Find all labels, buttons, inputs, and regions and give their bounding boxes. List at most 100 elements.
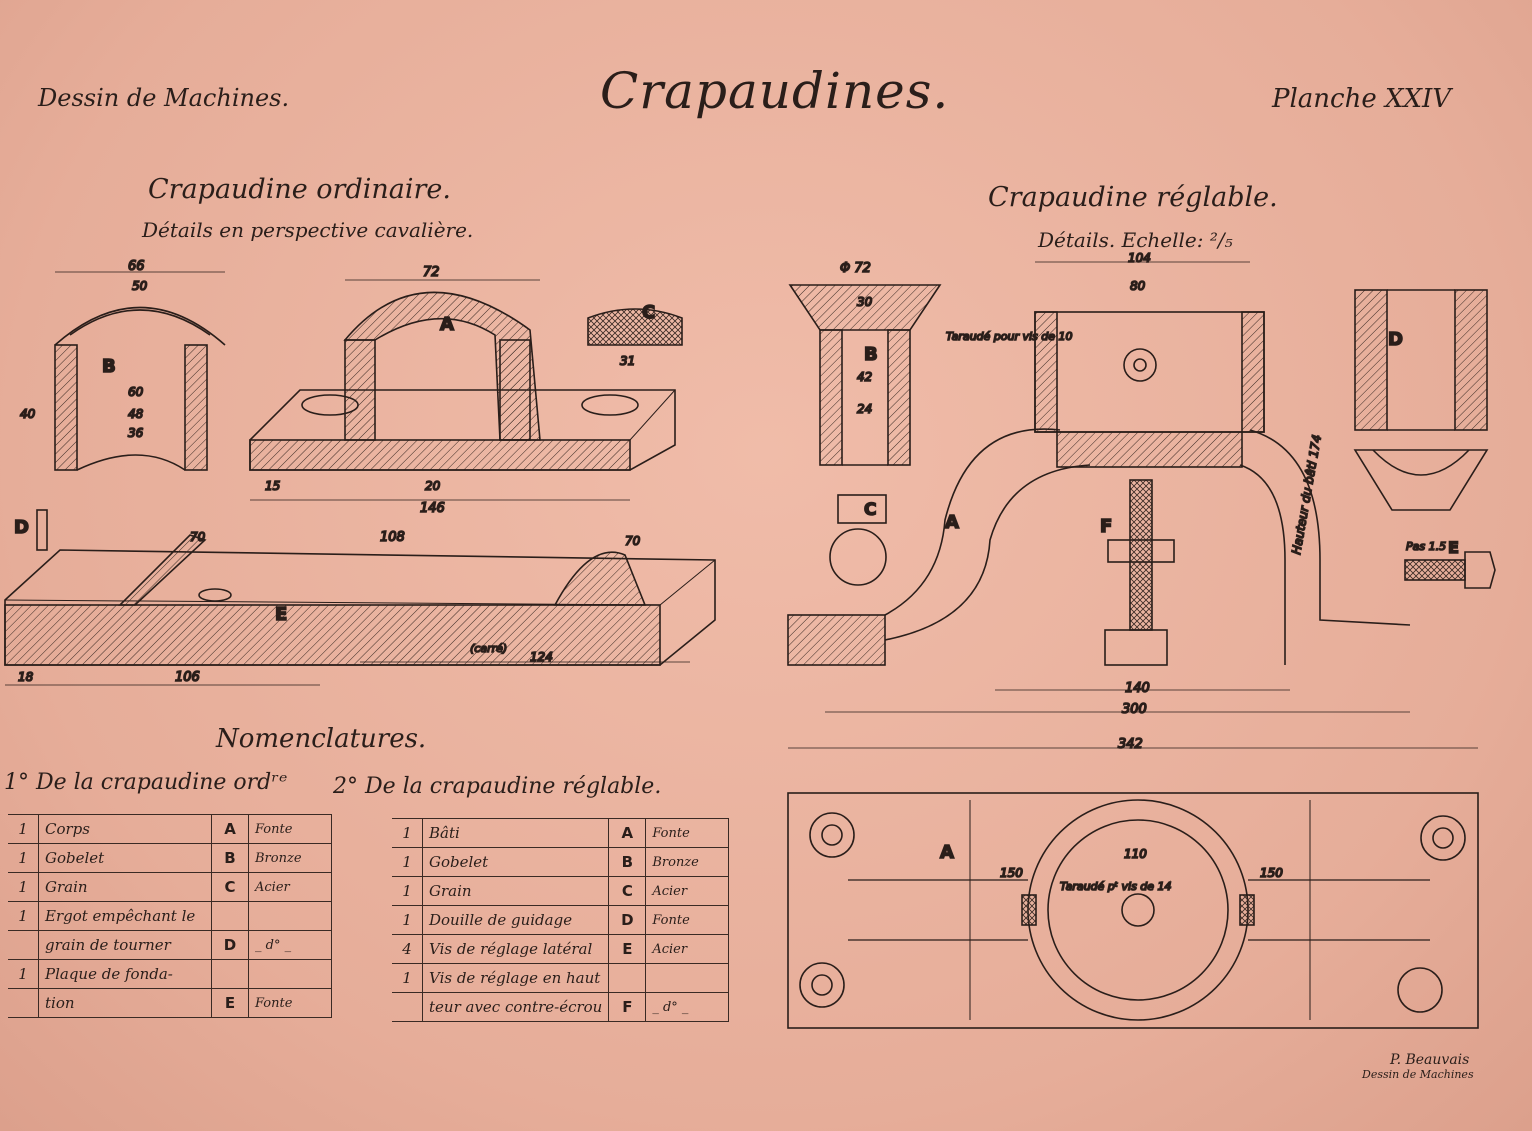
nomenclature-cell-mat: Acier	[645, 934, 730, 964]
nomenclature-cell-qty: 1	[8, 901, 39, 931]
dim-42: 42	[857, 370, 872, 384]
label-d-reglable: D	[1388, 329, 1403, 350]
dim-20: 20	[425, 479, 441, 493]
nomenclature-col1-title: 1° De la crapaudine ordʳᵉ	[4, 770, 288, 795]
nomenclature-cell-mat: Acier	[645, 876, 730, 906]
dim-36: 36	[128, 426, 144, 440]
nomenclature-cell-mat: _ d° _	[248, 930, 332, 960]
nomenclature-col2-title: 2° De la crapaudine réglable.	[333, 774, 662, 799]
part-f-reglable	[1104, 479, 1175, 666]
part-c-reglable	[837, 494, 887, 524]
dim-110: 110	[1124, 847, 1147, 861]
nomenclature-cell-desc: Vis de réglage en haut	[421, 963, 610, 993]
part-d-ordinary	[36, 509, 48, 551]
nomenclature-cell-desc: grain de tourner	[38, 930, 212, 960]
nomenclature-cell-mat	[645, 963, 730, 993]
dim-140: 140	[1125, 681, 1150, 696]
dim-150b: 150	[1260, 866, 1283, 880]
taraude-14-note: Taraudé pᵗ vis de 14	[1060, 880, 1172, 893]
label-b-ordinary: B	[102, 356, 116, 377]
nomenclature-cell-mark: D	[211, 930, 249, 960]
nomenclature-cell-qty: 1	[392, 876, 423, 906]
dim-60: 60	[128, 385, 144, 399]
dim-72: 72	[423, 265, 440, 280]
nomenclature-cell-qty	[8, 988, 39, 1018]
dim-150a: 150	[1000, 866, 1023, 880]
dim-108: 108	[380, 530, 405, 545]
section-subtitle-ordinaire: Détails en perspective cavalière.	[142, 218, 474, 242]
nomenclature-cell-mark: B	[608, 847, 647, 877]
dim-106: 106	[175, 670, 200, 685]
part-d-reglable	[1353, 289, 1489, 511]
nomenclature-cell-desc: Gobelet	[38, 843, 212, 873]
nomenclature-cell-mat: Fonte	[248, 988, 332, 1018]
dim-66: 66	[128, 259, 145, 274]
nomenclature-cell-mark	[211, 959, 249, 989]
dim-80: 80	[1130, 279, 1146, 293]
part-e-reglable	[1404, 551, 1496, 589]
nomenclature-cell-desc: Grain	[421, 876, 610, 906]
dim-30: 30	[857, 295, 873, 309]
part-c-ordinary	[587, 308, 683, 346]
dim-124: 124	[530, 650, 553, 664]
label-c-ordinary: C	[642, 302, 655, 323]
label-f-reglable: F	[1100, 516, 1112, 537]
nomenclature-cell-desc: Ergot empêchant le	[38, 901, 212, 931]
part-a-ordinary	[249, 291, 676, 471]
label-a-plan: A	[940, 842, 954, 863]
nomenclature-cell-qty: 1	[8, 872, 39, 902]
nomenclature-cell-desc: Gobelet	[421, 847, 610, 877]
nomenclature-cell-mat: Fonte	[645, 818, 730, 848]
section-subtitle-reglable: Détails. Echelle: ²/₅	[1038, 228, 1233, 252]
nomenclature-cell-desc: Vis de réglage latéral	[421, 934, 610, 964]
nomenclature-cell-mat: Fonte	[645, 905, 730, 935]
nomenclature-cell-mark: E	[211, 988, 249, 1018]
nomenclature-cell-qty	[392, 992, 423, 1022]
nomenclature-cell-desc: Grain	[38, 872, 212, 902]
nomenclature-cell-qty	[8, 930, 39, 960]
nomenclature-cell-desc: Corps	[38, 814, 212, 844]
dim-50: 50	[132, 279, 148, 293]
nomenclature-cell-desc: teur avec contre-écrou	[421, 992, 610, 1022]
nomenclature-cell-mark	[608, 963, 647, 993]
dim-31: 31	[620, 354, 635, 368]
label-a-ordinary: A	[440, 314, 454, 335]
dim-70b: 70	[625, 534, 641, 548]
nomenclature-cell-mark	[211, 901, 249, 931]
label-b-reglable: B	[864, 344, 878, 365]
nomenclature-cell-qty: 1	[392, 905, 423, 935]
label-c-reglable: C	[864, 500, 876, 520]
nomenclature-cell-mat	[248, 959, 332, 989]
dim-104: 104	[1128, 251, 1151, 265]
nomenclature-cell-mat: Bronze	[645, 847, 730, 877]
nomenclature-cell-qty: 1	[8, 959, 39, 989]
nomenclature-cell-mark: C	[608, 876, 647, 906]
nomenclature-cell-mark: D	[608, 905, 647, 935]
label-d-ordinary: D	[14, 517, 29, 538]
signature-line2: Dessin de Machines	[1362, 1068, 1474, 1081]
nomenclature-cell-qty: 1	[392, 963, 423, 993]
dim-48: 48	[128, 407, 144, 421]
section-title-ordinaire: Crapaudine ordinaire.	[148, 174, 451, 205]
nomenclature-cell-qty: 1	[8, 814, 39, 844]
nomenclature-cell-mat: Fonte	[248, 814, 332, 844]
nomenclature-cell-mark: A	[608, 818, 647, 848]
label-a-reglable: A	[945, 512, 959, 533]
nomenclature-cell-mark: E	[608, 934, 647, 964]
dim-15: 15	[265, 479, 280, 493]
